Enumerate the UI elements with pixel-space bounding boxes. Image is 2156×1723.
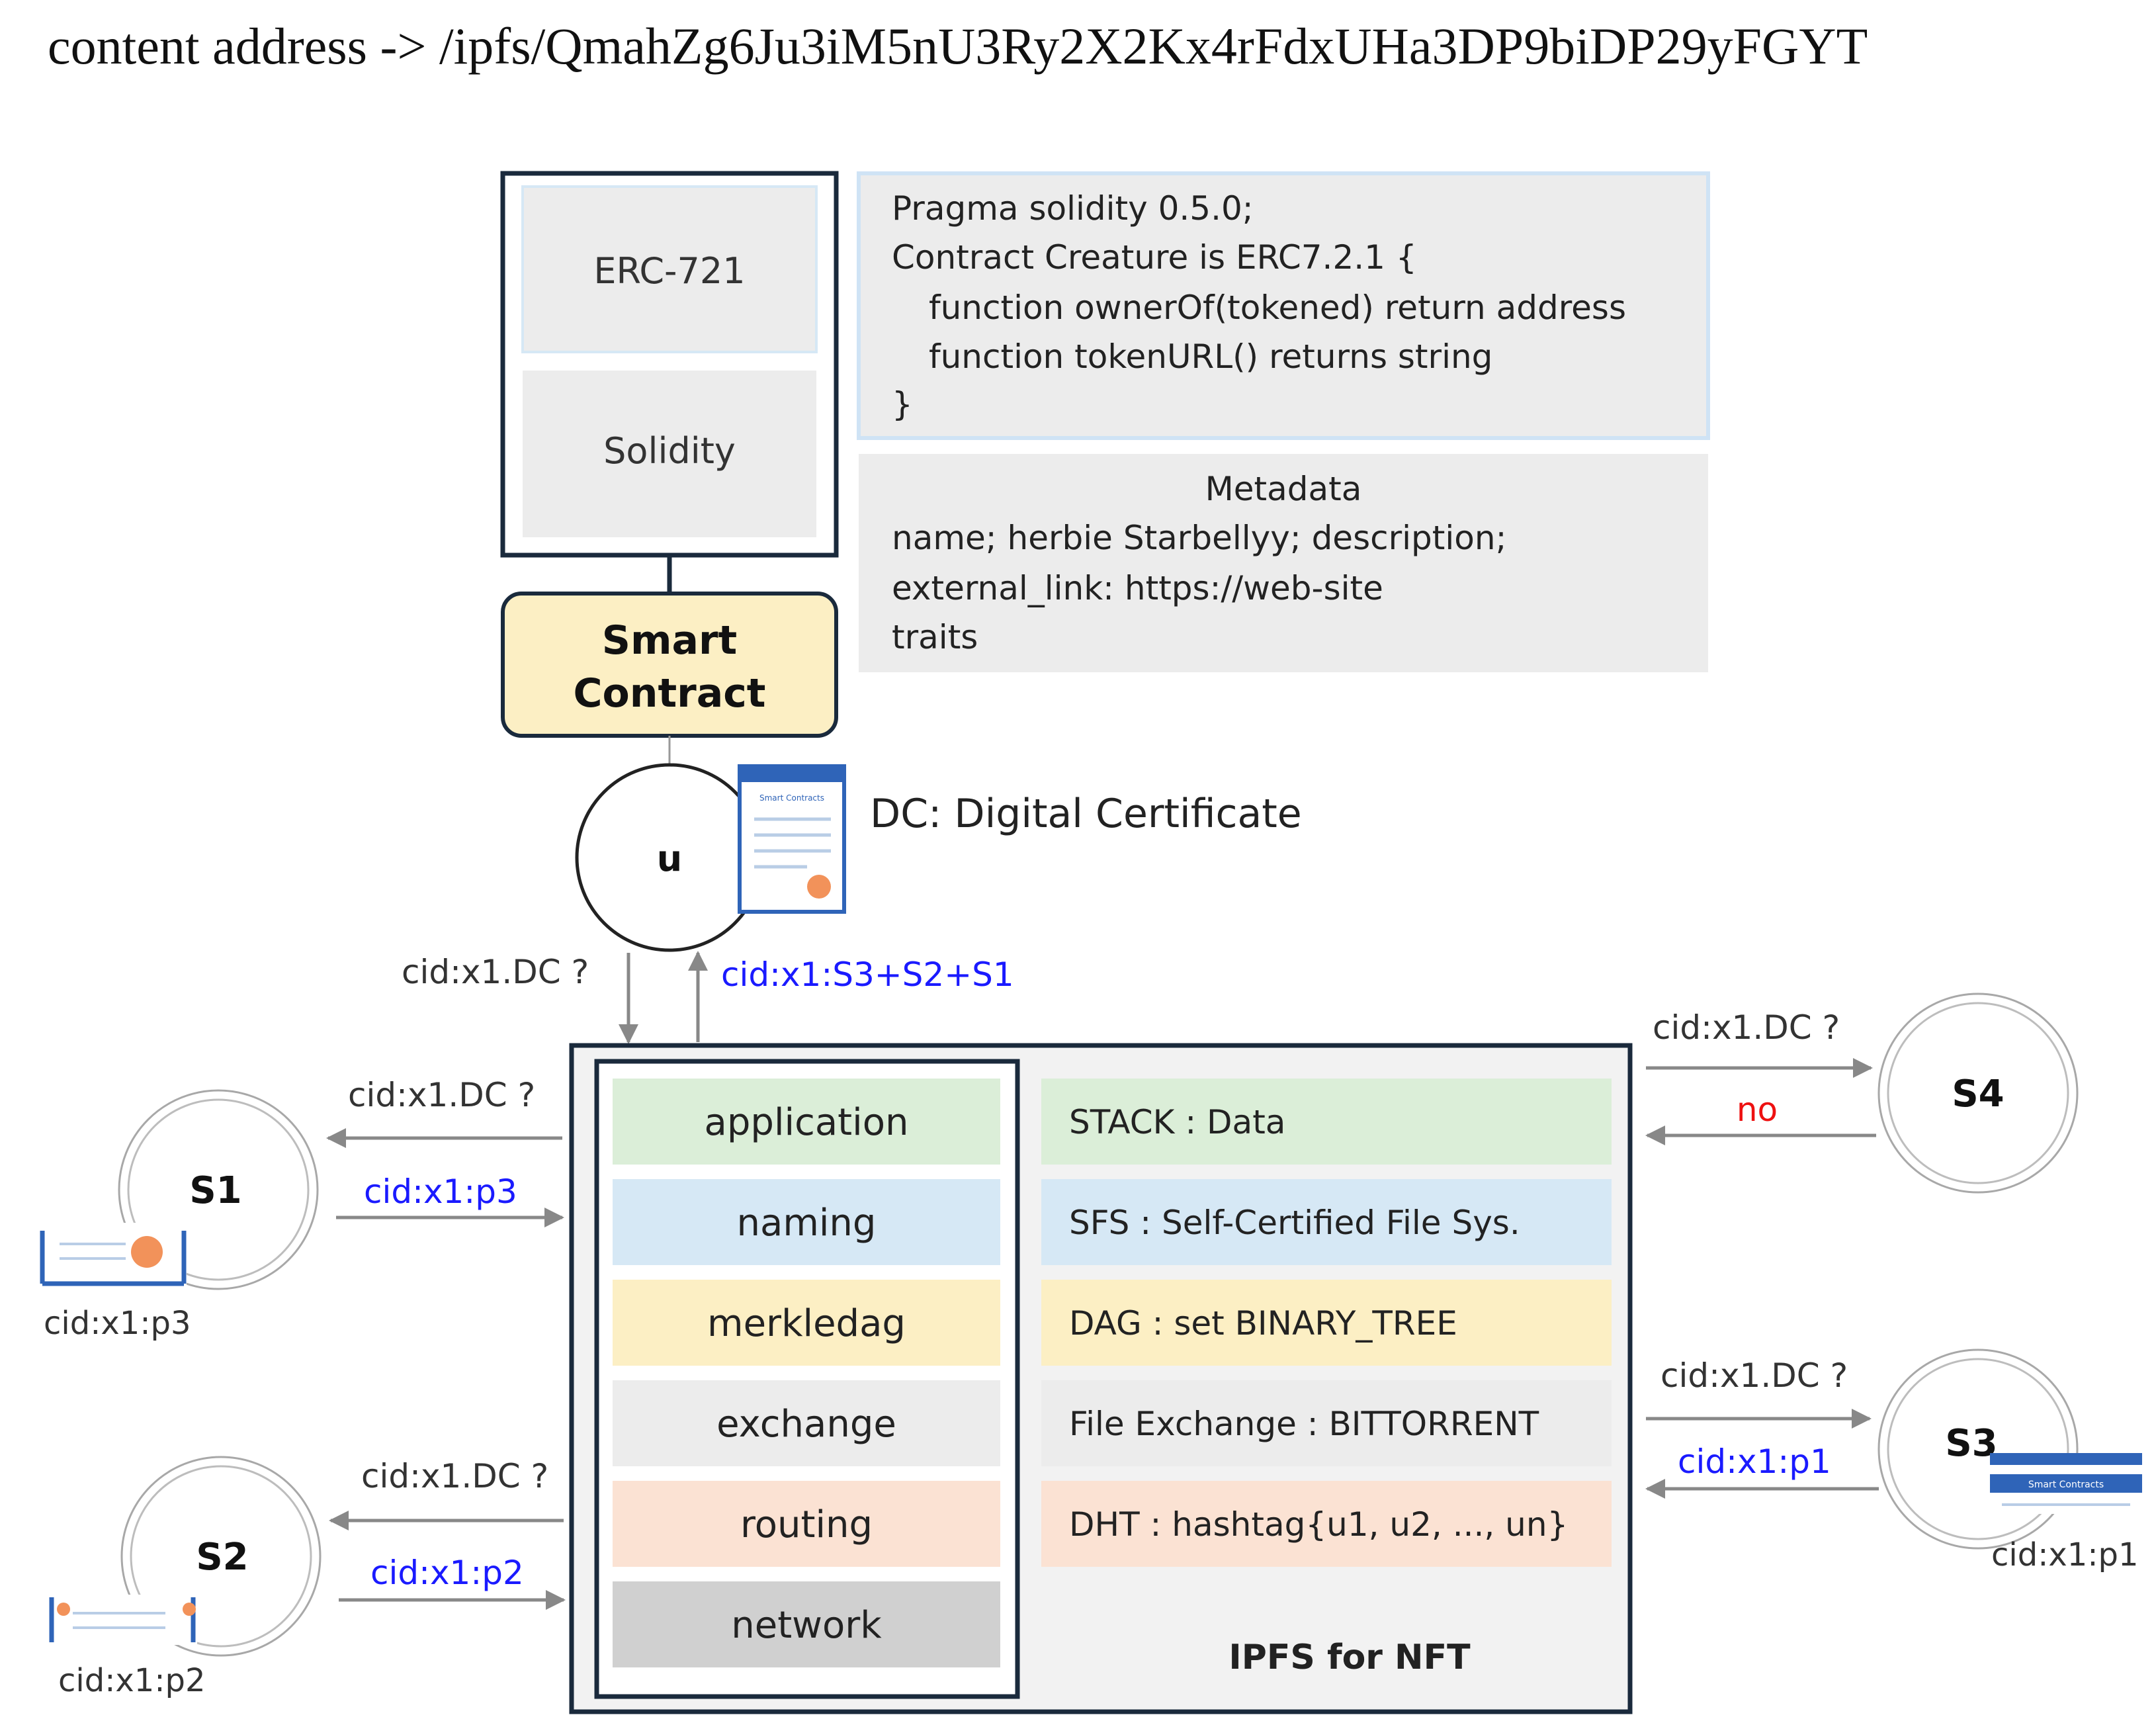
layer-routing-label: routing: [740, 1503, 873, 1546]
layer-exchange-desc-box: [1041, 1380, 1612, 1466]
layer-merkledag-desc-box: [1041, 1280, 1612, 1366]
peer-s3-reply-label: cid:x1:p1: [1678, 1442, 1831, 1481]
peer-s2-query-label: cid:x1.DC ?: [361, 1457, 548, 1495]
code-line-close: }: [892, 385, 913, 423]
layer-network-box: [613, 1581, 1000, 1667]
layer-exchange-box: [613, 1380, 1000, 1466]
peer-s1-certificate-icon: [38, 1223, 187, 1286]
layer-merkledag-desc: DAG : set BINARY_TREE: [1069, 1304, 1457, 1343]
solidity-label: Solidity: [603, 430, 736, 472]
peer-s2-label: S2: [196, 1536, 248, 1579]
erc721-label: ERC-721: [593, 250, 745, 292]
layer-application-desc: STACK : Data: [1069, 1103, 1285, 1141]
code-line-contract: Contract Creature is ERC7.2.1 {: [892, 238, 1417, 277]
code-line-ownerof: function ownerOf(tokened) return address: [929, 288, 1626, 327]
metadata-line-name: name; herbie Starbellyy; description;: [892, 519, 1506, 557]
layer-application-label: application: [705, 1101, 909, 1144]
metadata-title: Metadata: [1205, 470, 1362, 508]
ipfs-caption: IPFS for NFT: [1229, 1638, 1471, 1677]
peer-s4-label: S4: [1952, 1073, 2004, 1116]
peer-s1-reply-label: cid:x1:p3: [364, 1172, 517, 1211]
solidity-box: [523, 371, 816, 537]
content-address-heading: content address -> /ipfs/QmahZg6Ju3iM5nU…: [48, 17, 1868, 75]
peer-s3-caption: cid:x1:p1: [1991, 1536, 2139, 1573]
peer-s1-label: S1: [189, 1169, 241, 1212]
svg-text:Smart Contracts: Smart Contracts: [2028, 1480, 2104, 1490]
layer-naming-box: [613, 1179, 1000, 1265]
peer-s4-query-label: cid:x1.DC ?: [1653, 1008, 1840, 1047]
layer-application-desc-box: [1041, 1079, 1612, 1165]
smart-contract-line1: Smart: [602, 617, 738, 664]
layer-routing-box: [613, 1481, 1000, 1567]
layer-routing-desc-box: [1041, 1481, 1612, 1567]
user-node-label: u: [657, 838, 682, 879]
peer-s3-label: S3: [1945, 1422, 1997, 1465]
peer-s1-caption: cid:x1:p3: [44, 1305, 191, 1342]
layer-exchange-label: exchange: [716, 1403, 896, 1446]
metadata-line-traits: traits: [892, 618, 978, 656]
digital-certificate-caption: DC: Digital Certificate: [870, 791, 1302, 837]
layer-merkledag-box: [613, 1280, 1000, 1366]
layer-routing-desc: DHT : hashtag{u1, u2, ..., un}: [1069, 1505, 1568, 1544]
peer-s1-query-label: cid:x1.DC ?: [348, 1076, 535, 1114]
user-response-label: cid:x1:S3+S2+S1: [721, 955, 1014, 994]
peer-s3-certificate-icon: Smart Contracts: [1990, 1453, 2142, 1514]
peer-s2-caption: cid:x1:p2: [58, 1662, 206, 1699]
layer-network-label: network: [731, 1604, 882, 1647]
peer-s4-reply-label: no: [1737, 1090, 1778, 1129]
code-line-tokenurl: function tokenURL() returns string: [929, 337, 1492, 376]
user-query-label: cid:x1.DC ?: [402, 953, 589, 991]
layer-naming-desc-box: [1041, 1179, 1612, 1265]
code-line-pragma: Pragma solidity 0.5.0;: [892, 189, 1254, 228]
layer-naming-desc: SFS : Self-Certified File Sys.: [1069, 1204, 1520, 1242]
svg-text:Smart Contracts: Smart Contracts: [759, 793, 824, 803]
metadata-box: [859, 454, 1708, 672]
code-box: [857, 171, 1710, 440]
peer-s2-reply-label: cid:x1:p2: [370, 1554, 524, 1592]
peer-s3-query-label: cid:x1.DC ?: [1660, 1356, 1848, 1395]
layer-naming-label: naming: [737, 1202, 877, 1245]
peer-s2-certificate-icon: [48, 1595, 197, 1645]
smart-contract-line2: Contract: [574, 670, 766, 717]
metadata-line-link: external_link: https://web-site: [892, 569, 1383, 607]
erc721-box: [521, 185, 818, 353]
layer-exchange-desc: File Exchange : BITTORRENT: [1069, 1405, 1539, 1443]
digital-certificate-icon: Smart Contracts: [738, 764, 846, 914]
layer-application-box: [613, 1079, 1000, 1165]
layer-merkledag-label: merkledag: [707, 1302, 906, 1345]
peer-s4-node: [1887, 1002, 2069, 1184]
ipfs-layers: application STACK : Data naming SFS : Self-…: [613, 1079, 1612, 1667]
